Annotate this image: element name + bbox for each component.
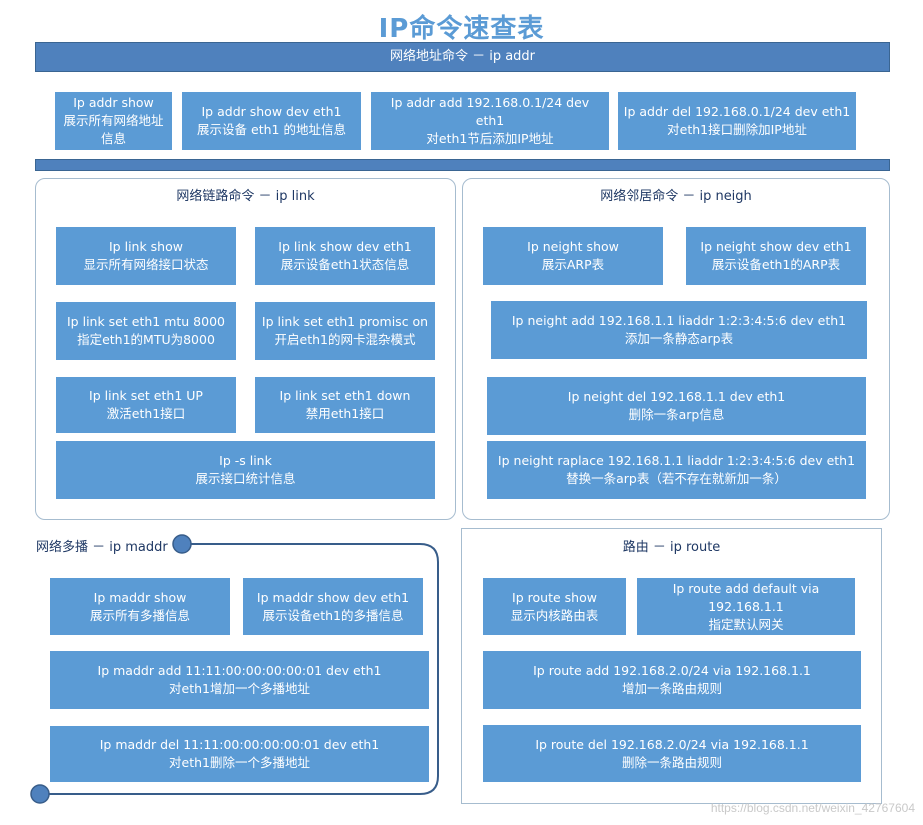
maddr-header: 网络多播 － ip maddr [36, 540, 168, 555]
desc-text: 对eth1删除一个多播地址 [169, 755, 310, 770]
cmd-text: Ip route add default via 192.168.1.1 [672, 580, 820, 614]
cmd-text: Ip link set eth1 promisc on [261, 314, 429, 329]
neigh-header: 网络邻居命令 － ip neigh [600, 189, 752, 204]
route-box-add: Ip route add 192.168.2.0/24 via 192.168.… [482, 650, 862, 710]
desc-text: 激活eth1接口 [106, 406, 186, 421]
maddr-box-del: Ip maddr del 11:11:00:00:00:00:01 dev et… [49, 725, 430, 783]
cmd-text: Ip link set eth1 down [279, 388, 411, 403]
desc-text: 展示设备eth1状态信息 [280, 257, 410, 272]
link-header: 网络链路命令 － ip link [176, 189, 315, 204]
desc-text: 替换一条arp表（若不存在就新加一条） [566, 471, 787, 486]
desc-text: 展示设备 eth1 的地址信息 [197, 122, 346, 137]
desc-text: 删除一条路由规则 [621, 754, 722, 770]
neigh-box-show: Ip neight show 展示ARP表 [482, 226, 664, 286]
cmd-text: Ip neight show dev eth1 [700, 239, 852, 254]
link-box-mtu: Ip link set eth1 mtu 8000 指定eth1的MTU为800… [55, 301, 237, 361]
cmd-text: Ip route del 192.168.2.0/24 via 192.168.… [535, 736, 809, 752]
cmd-text: Ip link set eth1 UP [89, 388, 203, 403]
cmd-text: Ip addr show [73, 95, 154, 110]
cmd-text: Ip neight show [527, 239, 619, 254]
addr-footer-bar [35, 159, 890, 171]
desc-text: 展示所有网络地址信息 [63, 113, 164, 146]
connector-end-dot [30, 784, 50, 804]
desc-text: 显示所有网络接口状态 [83, 257, 209, 272]
cmd-text: Ip -s link [219, 453, 272, 468]
maddr-box-show-dev: Ip maddr show dev eth1 展示设备eth1的多播信息 [242, 577, 424, 636]
cmd-text: Ip maddr add 11:11:00:00:00:00:01 dev et… [97, 663, 382, 678]
cmd-text: Ip neight raplace 192.168.1.1 liaddr 1:2… [497, 453, 856, 468]
neigh-box-replace: Ip neight raplace 192.168.1.1 liaddr 1:2… [486, 440, 867, 500]
link-box-show: Ip link show 显示所有网络接口状态 [55, 226, 237, 286]
cmd-text: Ip addr show dev eth1 [201, 104, 342, 119]
desc-text: 指定默认网关 [708, 616, 784, 632]
cmd-text: Ip link show [109, 239, 183, 254]
desc-text: 删除一条arp信息 [628, 407, 725, 422]
addr-box-show: Ip addr show 展示所有网络地址信息 [54, 91, 173, 151]
page-title: IP命令速查表 [378, 14, 545, 44]
cmd-text: Ip route add 192.168.2.0/24 via 192.168.… [533, 663, 811, 678]
desc-text: 添加一条静态arp表 [624, 331, 734, 346]
desc-text: 增加一条路由规则 [621, 681, 722, 696]
cmd-text: Ip neight add 192.168.1.1 liaddr 1:2:3:4… [511, 313, 847, 328]
cmd-text: Ip maddr del 11:11:00:00:00:00:01 dev et… [99, 737, 380, 752]
desc-text: 对eth1增加一个多播地址 [169, 681, 310, 696]
maddr-box-show: Ip maddr show 展示所有多播信息 [49, 577, 231, 636]
cmd-text: Ip addr add 192.168.0.1/24 dev eth1 [390, 95, 590, 128]
neigh-box-show-dev: Ip neight show dev eth1 展示设备eth1的ARP表 [685, 226, 867, 286]
link-box-up: Ip link set eth1 UP 激活eth1接口 [55, 376, 237, 434]
link-box-show-dev: Ip link show dev eth1 展示设备eth1状态信息 [254, 226, 436, 286]
link-box-stats: Ip -s link 展示接口统计信息 [55, 440, 436, 500]
route-box-default: Ip route add default via 192.168.1.1 指定默… [636, 577, 856, 636]
route-box-del: Ip route del 192.168.2.0/24 via 192.168.… [482, 724, 862, 783]
desc-text: 显示内核路由表 [510, 607, 599, 623]
maddr-box-add: Ip maddr add 11:11:00:00:00:00:01 dev et… [49, 650, 430, 710]
desc-text: 对eth1接口删除加IP地址 [667, 122, 807, 137]
cmd-text: Ip neight del 192.168.1.1 dev eth1 [567, 389, 786, 404]
cmd-text: Ip addr del 192.168.0.1/24 dev eth1 [623, 104, 851, 119]
connector-start-dot [172, 534, 192, 554]
route-box-show: Ip route show 显示内核路由表 [482, 577, 627, 636]
desc-text: 对eth1节后添加IP地址 [426, 131, 554, 146]
link-box-down: Ip link set eth1 down 禁用eth1接口 [254, 376, 436, 434]
addr-header: 网络地址命令 － ip addr [389, 49, 536, 64]
route-header: 路由 － ip route [622, 540, 721, 555]
cmd-text: Ip route show [512, 589, 597, 605]
addr-box-del: Ip addr del 192.168.0.1/24 dev eth1 对eth… [617, 91, 857, 151]
desc-text: 禁用eth1接口 [305, 406, 385, 421]
link-box-promisc: Ip link set eth1 promisc on 开启eth1的网卡混杂模… [254, 301, 436, 361]
neigh-box-del: Ip neight del 192.168.1.1 dev eth1 删除一条a… [486, 376, 867, 436]
desc-text: 展示设备eth1的ARP表 [711, 257, 841, 272]
neigh-box-add: Ip neight add 192.168.1.1 liaddr 1:2:3:4… [490, 300, 868, 360]
desc-text: 指定eth1的MTU为8000 [77, 332, 215, 347]
desc-text: 展示所有多播信息 [89, 607, 190, 623]
cmd-text: Ip maddr show dev eth1 [256, 589, 410, 605]
cmd-text: Ip link set eth1 mtu 8000 [67, 314, 225, 329]
watermark-text: https://blog.csdn.net/weixin_42767604 [710, 801, 915, 815]
cmd-text: Ip maddr show [93, 589, 187, 605]
desc-text: 展示接口统计信息 [195, 471, 296, 486]
cmd-text: Ip link show dev eth1 [278, 239, 412, 254]
addr-box-show-dev: Ip addr show dev eth1 展示设备 eth1 的地址信息 [181, 91, 362, 151]
desc-text: 展示ARP表 [541, 257, 605, 272]
desc-text: 展示设备eth1的多播信息 [262, 607, 404, 623]
addr-box-add: Ip addr add 192.168.0.1/24 dev eth1 对eth… [370, 91, 610, 151]
addr-header-bar: 网络地址命令 － ip addr [35, 42, 890, 72]
desc-text: 开启eth1的网卡混杂模式 [274, 332, 416, 347]
